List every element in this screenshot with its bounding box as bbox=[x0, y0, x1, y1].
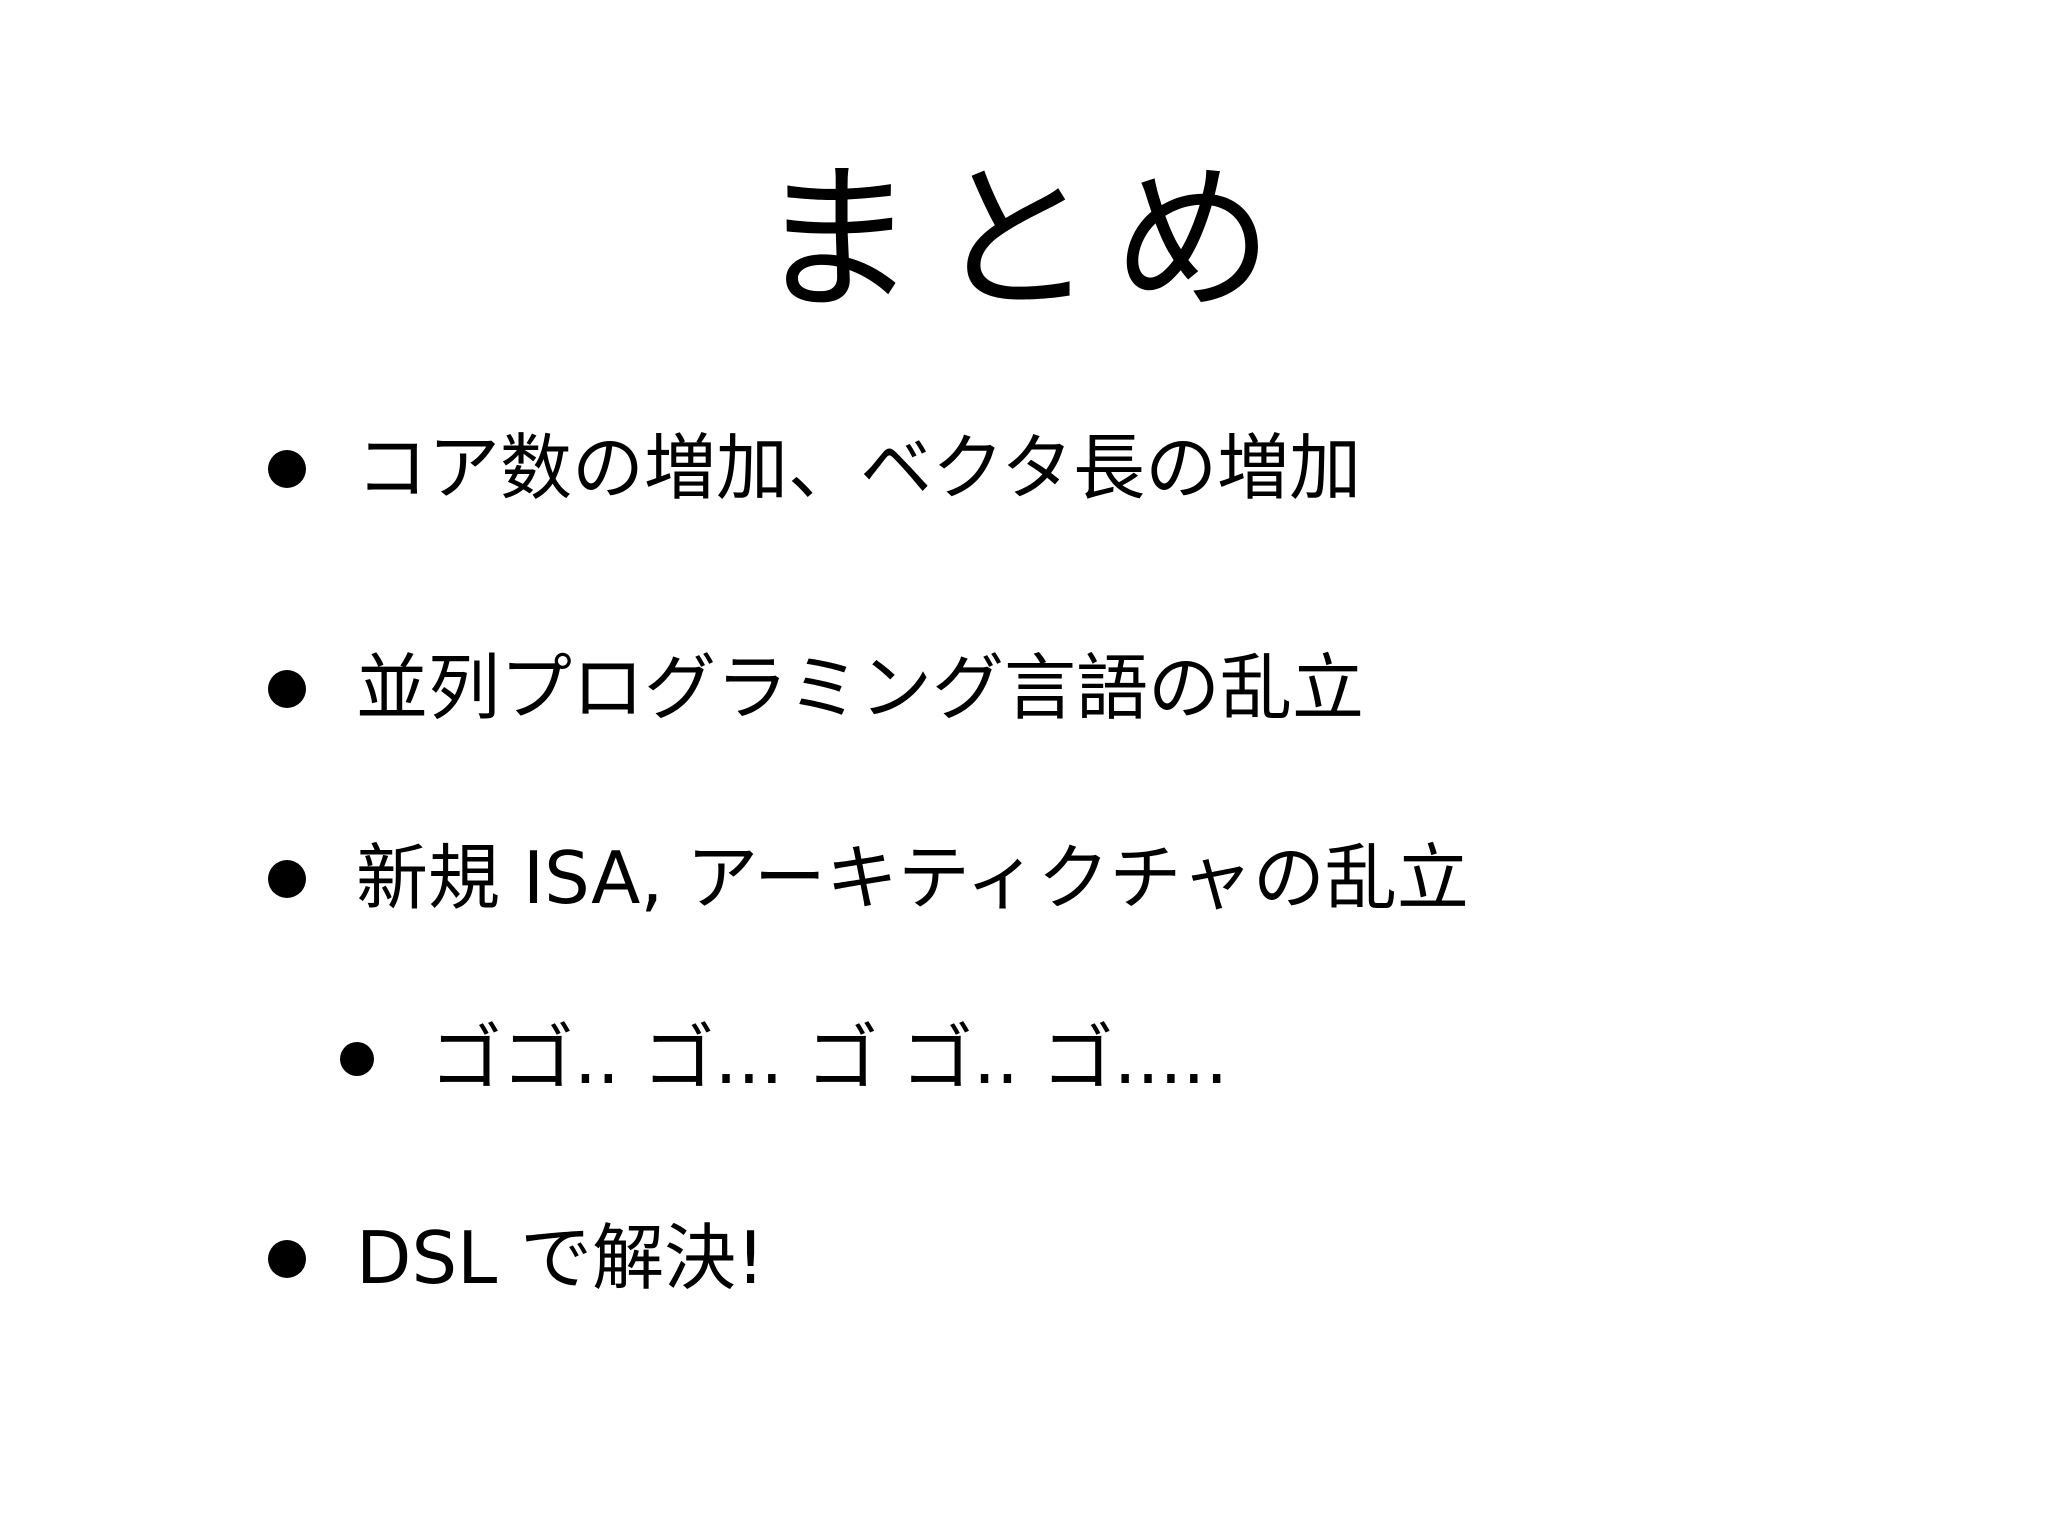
bullet-text: コア数の増加、ベクタ長の増加 bbox=[356, 426, 1362, 510]
bullet-dot-icon bbox=[268, 670, 306, 708]
sub-bullet-text: ゴゴ.. ゴ... ゴ ゴ.. ゴ..... bbox=[430, 1016, 1229, 1100]
bullet-text: DSL で解決! bbox=[356, 1216, 766, 1300]
slide-title: まとめ bbox=[756, 146, 1291, 333]
bullet-text: 新規 ISA, アーキティクチャの乱立 bbox=[356, 836, 1469, 920]
bullet-dot-icon bbox=[268, 1240, 306, 1278]
bullet-dot-icon bbox=[268, 450, 306, 488]
bullet-text: 並列プログラミング言語の乱立 bbox=[356, 646, 1365, 730]
bullet-dot-icon bbox=[268, 860, 306, 898]
bullet-dot-icon bbox=[340, 1042, 374, 1076]
